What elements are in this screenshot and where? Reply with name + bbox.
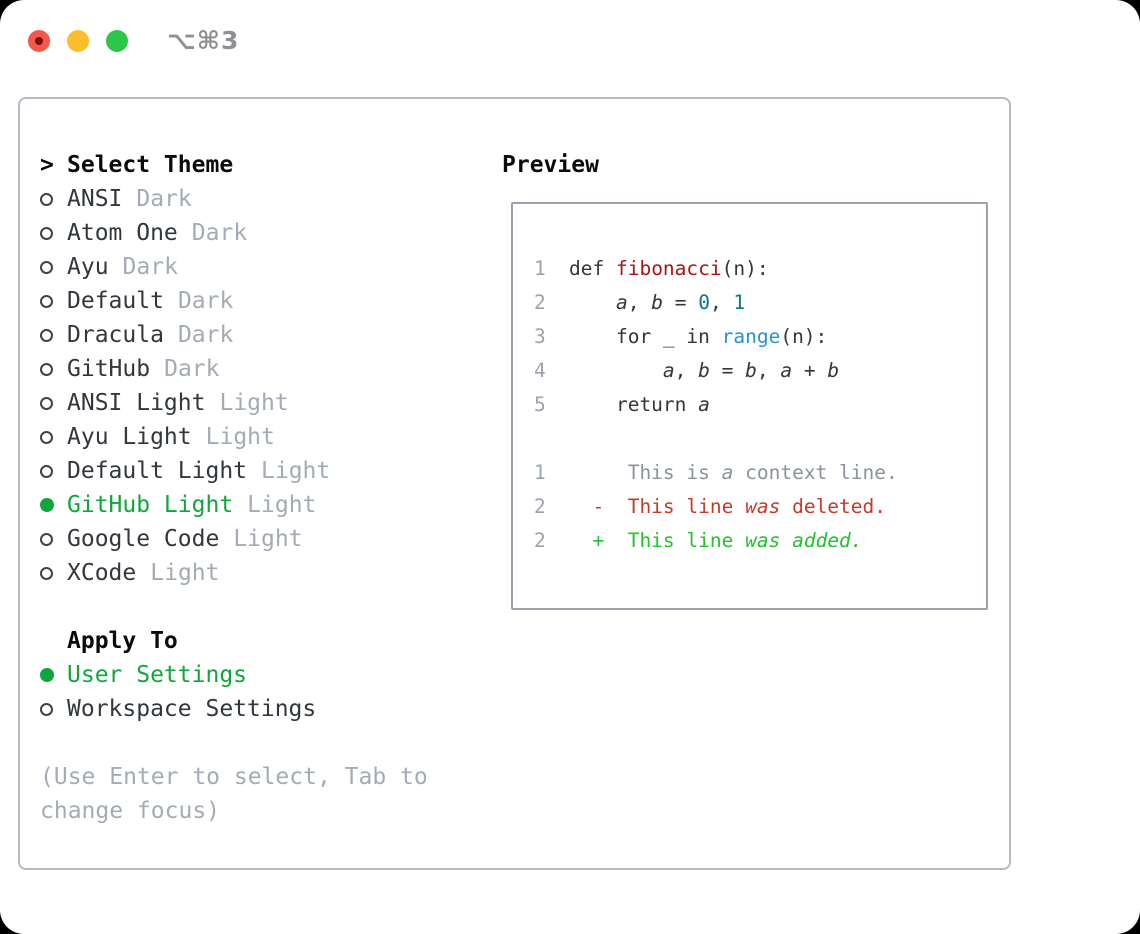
theme-variant-label: Dark — [177, 322, 234, 348]
code-line: 2 a, b = 0, 1 — [513, 286, 986, 320]
theme-option-github[interactable]: GitHub Dark — [40, 352, 460, 386]
code-line: 5 return a — [513, 388, 986, 422]
theme-option-label: Dracula — [67, 322, 164, 348]
close-modified-dot-icon — [35, 36, 43, 45]
radio-icon — [40, 192, 53, 206]
code-line: 3 for _ in range(n): — [513, 320, 986, 354]
zoom-button[interactable] — [106, 29, 128, 52]
theme-option-default-light[interactable]: Default Light Light — [40, 454, 460, 488]
theme-variant-label: Dark — [177, 288, 234, 314]
radio-icon — [40, 464, 53, 478]
theme-option-atom-one[interactable]: Atom One Dark — [40, 216, 460, 250]
apply-to-title: Apply To — [67, 628, 178, 654]
line-number: 1 — [534, 461, 546, 484]
select-theme-header: > Select Theme — [40, 148, 460, 182]
radio-icon — [40, 430, 53, 444]
theme-variant-label: Light — [247, 492, 317, 518]
theme-option-label: Ayu — [67, 254, 109, 280]
radio-icon — [40, 532, 53, 546]
select-theme-title: Select Theme — [67, 152, 234, 178]
window-shortcut-label: ⌥⌘3 — [167, 26, 240, 55]
line-number: 2 — [534, 529, 546, 552]
spacer — [40, 590, 460, 624]
diff-line-deleted: 2 - This line was deleted. — [513, 490, 986, 524]
theme-option-default[interactable]: Default Dark — [40, 284, 460, 318]
theme-option-label: ANSI Light — [67, 390, 206, 416]
help-text: (Use Enter to select, Tab to change focu… — [40, 764, 428, 824]
theme-option-label: XCode — [67, 560, 137, 586]
theme-option-google-code[interactable]: Google Code Light — [40, 522, 460, 556]
theme-option-label: Default — [67, 288, 164, 314]
theme-option-ayu[interactable]: Ayu Dark — [40, 250, 460, 284]
theme-variant-label: Light — [150, 560, 220, 586]
apply-to-header: Apply To — [40, 624, 460, 658]
diff-line-context: 1 This is a context line. — [513, 456, 986, 490]
radio-selected-icon — [40, 668, 54, 682]
theme-variant-label: Dark — [164, 356, 220, 382]
theme-option-label: Google Code — [67, 526, 220, 552]
line-number: 5 — [534, 393, 546, 416]
theme-variant-label: Dark — [136, 186, 192, 212]
radio-icon — [40, 362, 53, 376]
radio-icon — [40, 294, 53, 308]
line-number: 3 — [534, 325, 546, 348]
theme-variant-label: Light — [205, 424, 275, 450]
theme-option-ayu-light[interactable]: Ayu Light Light — [40, 420, 460, 454]
line-number: 2 — [534, 291, 546, 314]
theme-option-label: Atom One — [67, 220, 178, 246]
theme-option-label: GitHub — [67, 356, 151, 382]
apply-option-user-settings[interactable]: User Settings — [40, 658, 460, 692]
blank-line — [513, 422, 986, 456]
theme-variant-label: Light — [219, 390, 289, 416]
radio-icon — [40, 260, 53, 274]
theme-variant-label: Light — [233, 526, 303, 552]
theme-option-xcode[interactable]: XCode Light — [40, 556, 460, 590]
preview-title: Preview — [502, 152, 599, 178]
theme-option-label: Ayu Light — [67, 424, 192, 450]
line-number: 2 — [534, 495, 546, 518]
prompt-icon: > — [40, 152, 54, 178]
theme-option-label: Default Light — [67, 458, 248, 484]
apply-option-workspace-settings[interactable]: Workspace Settings — [40, 692, 460, 726]
theme-option-ansi-light[interactable]: ANSI Light Light — [40, 386, 460, 420]
radio-icon — [40, 702, 53, 716]
apply-option-label: User Settings — [67, 662, 248, 688]
apply-option-label: Workspace Settings — [67, 696, 317, 722]
theme-variant-label: Dark — [122, 254, 178, 280]
radio-icon — [40, 226, 53, 240]
titlebar: ⌥⌘3 — [28, 26, 239, 55]
code-line: 4 a, b = b, a + b — [513, 354, 986, 388]
radio-icon — [40, 396, 53, 410]
theme-variant-label: Dark — [191, 220, 248, 246]
close-button[interactable] — [28, 29, 50, 52]
diff-line-added: 2 + This line was added. — [513, 524, 986, 558]
theme-variant-label: Light — [261, 458, 331, 484]
theme-option-github-light[interactable]: GitHub Light Light — [40, 488, 460, 522]
radio-icon — [40, 328, 53, 342]
radio-icon — [40, 566, 53, 580]
line-number: 1 — [534, 257, 546, 280]
line-number: 4 — [534, 359, 546, 382]
minimize-button[interactable] — [67, 29, 89, 52]
theme-option-ansi[interactable]: ANSI Dark — [40, 182, 460, 216]
theme-option-dracula[interactable]: Dracula Dark — [40, 318, 460, 352]
theme-option-label: ANSI — [67, 186, 123, 212]
radio-selected-icon — [40, 498, 54, 512]
theme-option-label: GitHub Light — [67, 492, 234, 518]
